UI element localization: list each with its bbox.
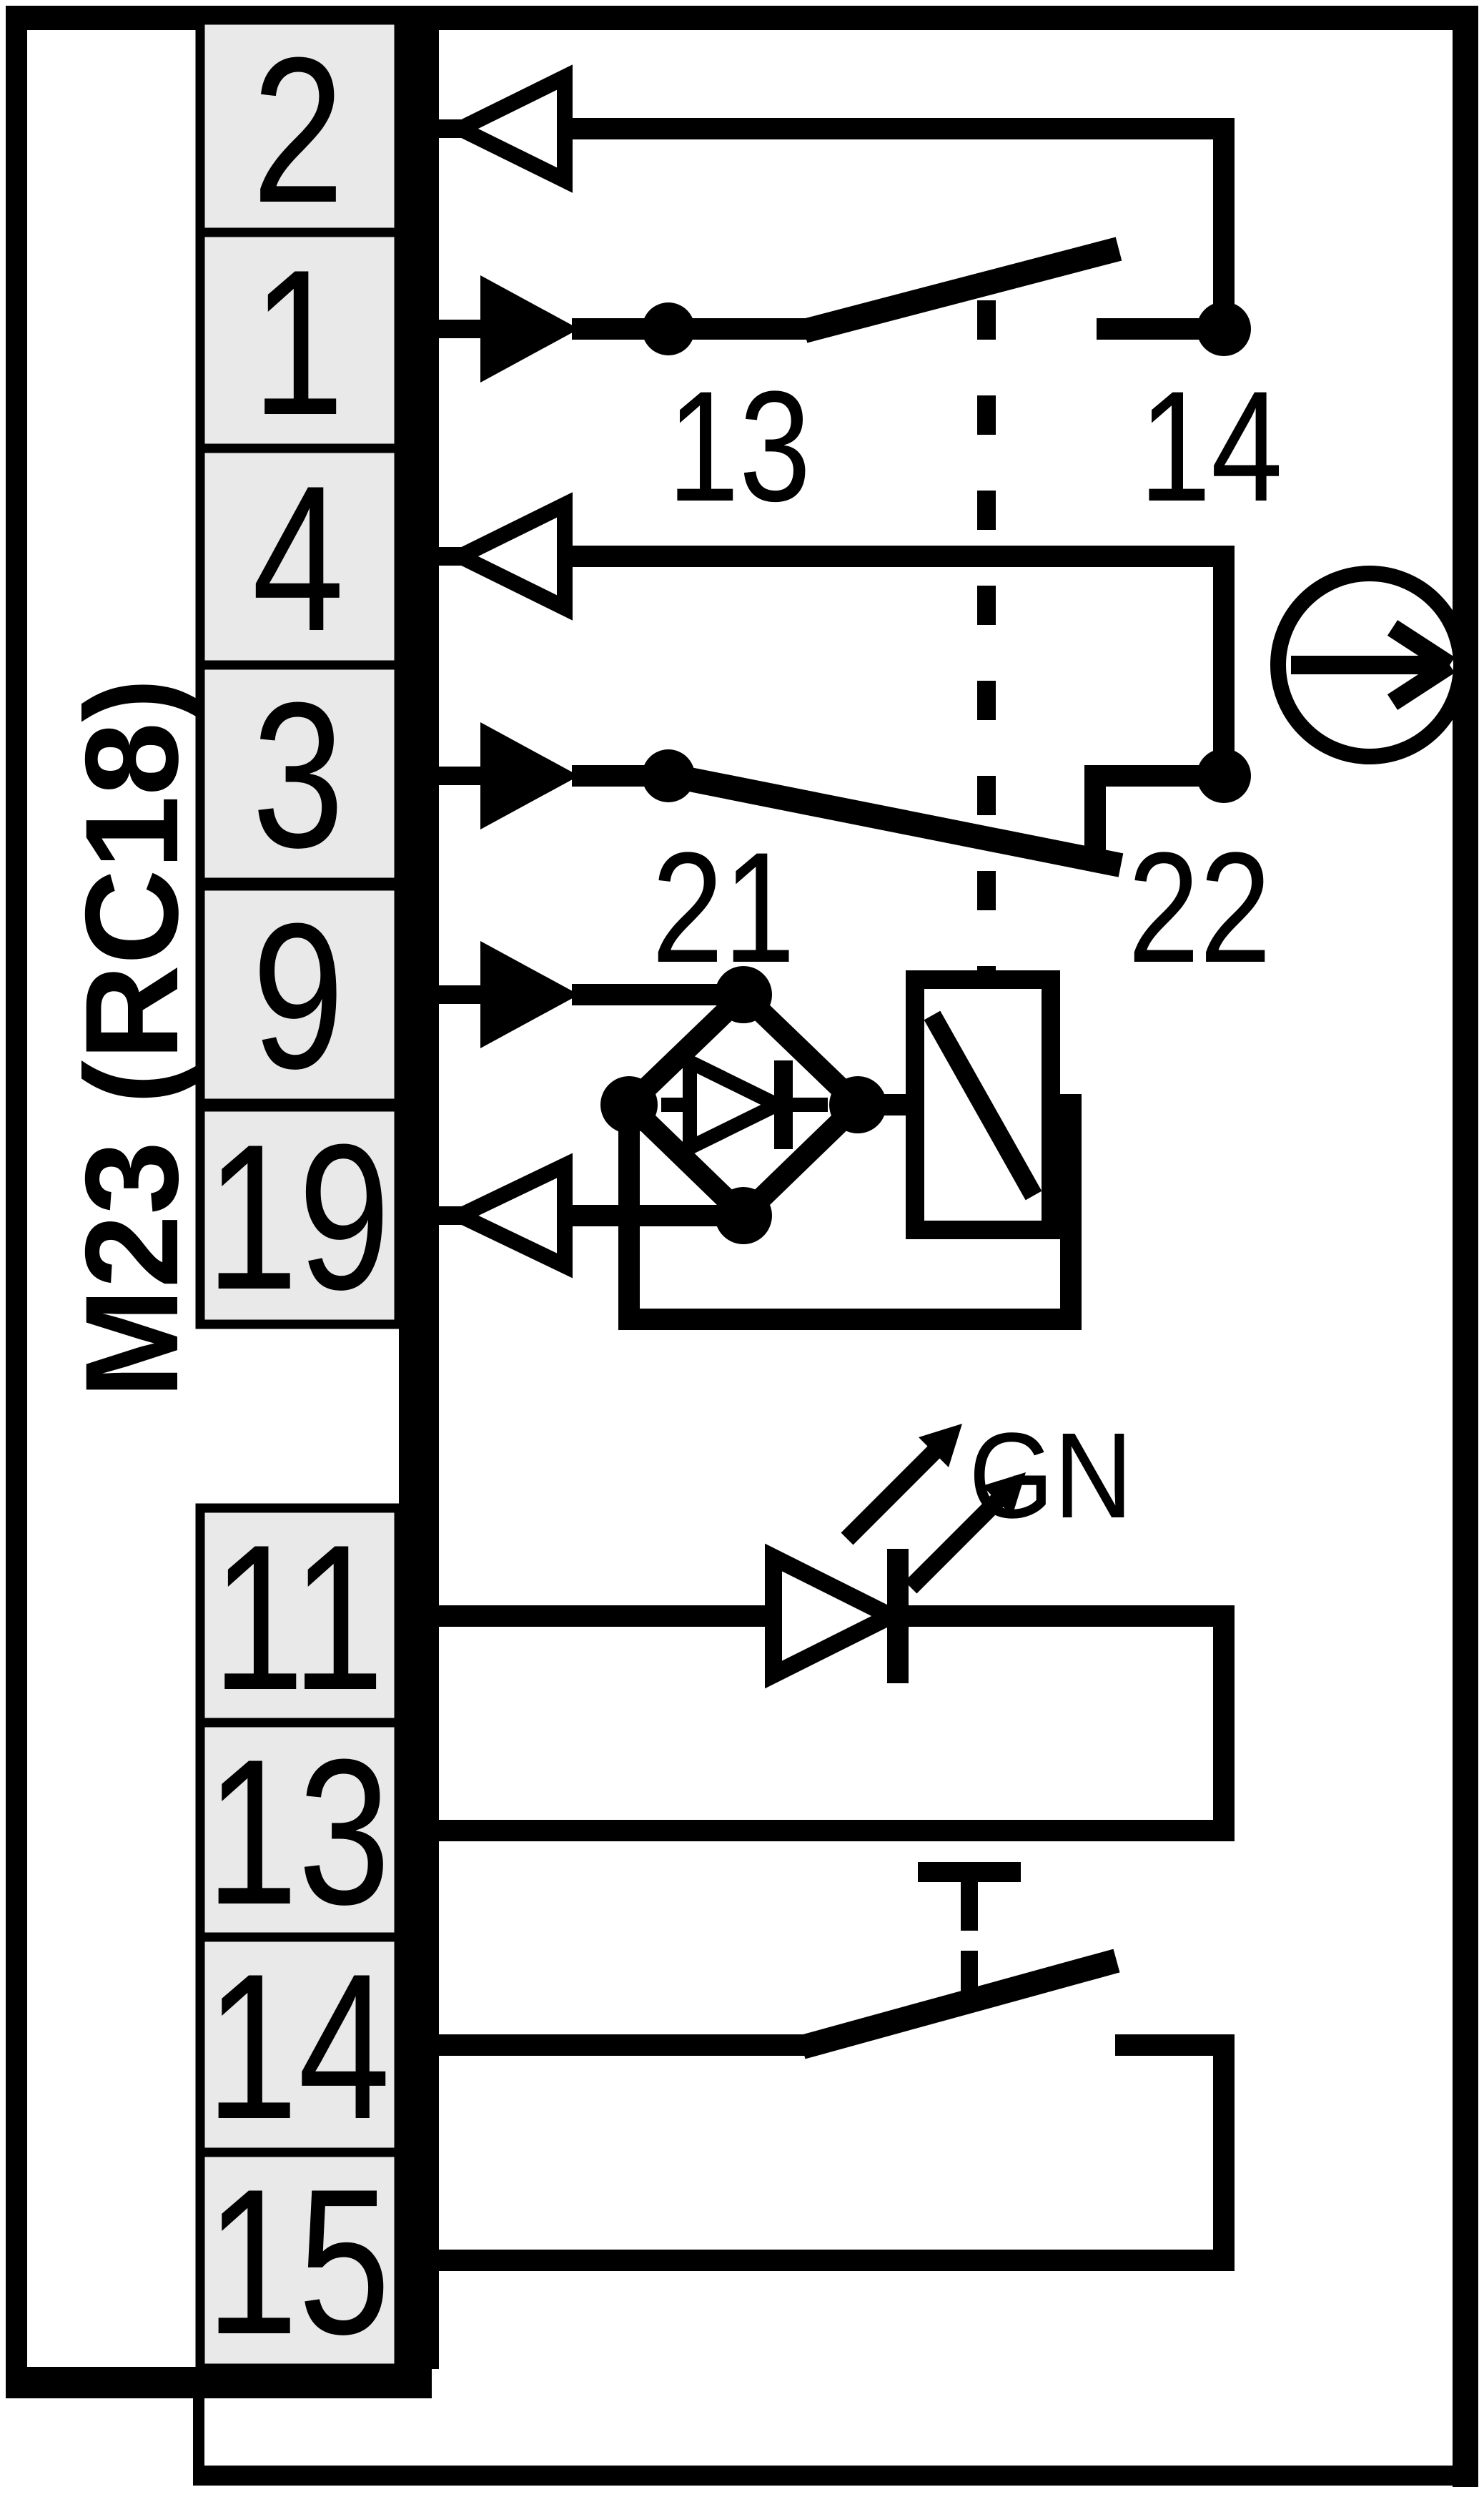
contact-13-junction-dot	[642, 302, 695, 355]
pin-box-13	[195, 1718, 404, 1944]
output-arrow-icon-pin4	[442, 492, 573, 621]
pin-label-14: 14	[206, 1930, 390, 2162]
pin-label-4: 4	[252, 442, 344, 674]
led-icon	[765, 1424, 1026, 1689]
contact-22-stub	[1084, 765, 1224, 858]
pin-label-19: 19	[206, 1100, 390, 1333]
pin-box-14	[195, 1932, 404, 2158]
contact-label-13: 13	[668, 358, 811, 534]
contact-label-22: 22	[1128, 819, 1272, 995]
input-arrow-icon-pin3	[480, 722, 579, 829]
contact-22-junction-dot	[1197, 749, 1251, 803]
pin-group-bottom: 11 13 14 15	[195, 1501, 404, 2378]
led-return-wire-pin13	[439, 1605, 1235, 1841]
frame-left-border	[6, 6, 27, 2398]
bridge-left-junction-dot	[600, 1076, 658, 1133]
relay-coil-diagonal	[924, 1010, 1042, 1201]
contact-14-junction-dot	[1197, 302, 1251, 356]
input-arrow-icon-pin9	[480, 941, 579, 1048]
frame-right-border	[1453, 6, 1478, 2487]
pin-label-3: 3	[252, 659, 344, 891]
pin-label-2: 2	[252, 14, 344, 246]
connector-label: M23 (RC18)	[59, 678, 206, 1398]
contact-21-22-blade	[680, 766, 1124, 877]
output-arrow-icon-pin19	[442, 1153, 573, 1279]
pin-group-top: 2 1 4 3 9 19	[195, 14, 404, 1333]
switch-contact-wire-pin15	[439, 2034, 1235, 2271]
led-emission-arrow-2-shaft	[904, 1492, 1006, 1594]
pin-label-13: 13	[206, 1715, 390, 1948]
led-emission-arrow-1-head	[919, 1424, 962, 1467]
pin-box-1	[195, 227, 404, 455]
input-arrow-icon-pin1	[480, 275, 579, 383]
led-color-label: GN	[969, 1409, 1132, 1544]
pin-column-bar	[399, 27, 439, 2369]
contact-label-14: 14	[1139, 358, 1283, 534]
output-arrow-icon-pin2	[442, 64, 573, 193]
contact-label-21: 21	[652, 819, 796, 995]
pin-box-3	[195, 660, 404, 887]
no-contact-13-14: 13 14	[439, 64, 1283, 534]
led-emission-arrow-2-head	[982, 1472, 1026, 1516]
pin4-wire	[562, 546, 1235, 776]
pin-box-11	[195, 1503, 404, 1729]
bridge-top-junction-dot	[715, 966, 772, 1023]
led-emission-arrow-1-shaft	[841, 1443, 943, 1545]
pin-box-4	[195, 443, 404, 671]
actuation-direction-icon	[1270, 566, 1469, 764]
nc-contact-21-22: 21 22	[439, 492, 1272, 995]
pin-box-9	[195, 881, 404, 1108]
direction-arrow-barb-bottom	[1387, 657, 1455, 710]
pin-label-15: 15	[206, 2145, 390, 2378]
pin-label-1: 1	[252, 226, 344, 458]
led-indicator-circuit: GN	[439, 1409, 1235, 1841]
pin-box-15	[195, 2147, 404, 2373]
led-triangle	[765, 1543, 910, 1689]
bridge-rectifier-icon	[600, 966, 886, 1244]
pin-label-9: 9	[252, 880, 344, 1112]
pin-box-2	[195, 15, 404, 242]
pin-label-11: 11	[212, 1501, 385, 1733]
direction-arrow-barb-top	[1387, 620, 1455, 673]
bridge-bottom-junction-dot	[715, 1187, 772, 1244]
relay-coil-icon	[906, 970, 1060, 1239]
contact-13-14-blade	[801, 237, 1122, 343]
plunger-switch-circuit	[439, 1862, 1235, 2271]
frame-step-line	[193, 2395, 204, 2476]
bridge-diode-triangle	[683, 1050, 793, 1160]
switch-14-15-blade	[798, 1949, 1120, 2059]
plunger-actuator-icon	[918, 1862, 1021, 1999]
coil-return-loop	[618, 1094, 1082, 1330]
frame-bottom-border	[193, 2466, 1478, 2486]
pin-box-19	[195, 1102, 404, 1329]
relay-drive-circuit	[439, 941, 1082, 1330]
pin2-wire	[562, 118, 1235, 329]
